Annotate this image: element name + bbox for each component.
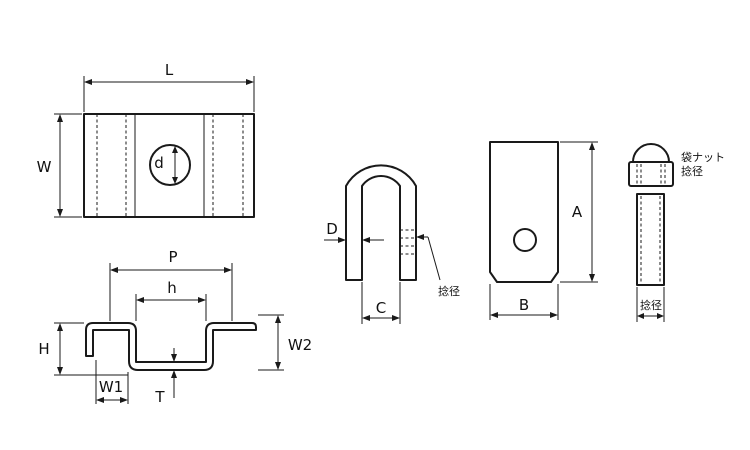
dim-H [54, 322, 128, 376]
dim-arrow [120, 397, 128, 403]
dim-D [324, 237, 384, 243]
dim-arrow [392, 315, 400, 321]
label-cap-nut: 袋ナット [681, 150, 725, 164]
dim-C [361, 282, 401, 324]
plate-top-view [83, 113, 255, 218]
dim-arrow [136, 297, 144, 303]
label-neck-dia-bolt: 捻径 [640, 298, 662, 312]
dim-arrow [57, 367, 63, 375]
dim-arrow [84, 79, 92, 85]
label-D: D [326, 220, 338, 238]
label-neck-dia-u: 捻径 [438, 284, 460, 298]
dim-arrow [96, 397, 104, 403]
dim-arrow [172, 177, 178, 184]
dim-neck-dia-bolt [636, 287, 665, 322]
plate-hole [149, 144, 191, 186]
label-T: T [154, 388, 165, 406]
bolt-shank [636, 193, 665, 286]
cap-nut [628, 143, 674, 187]
u-bolt-outline [345, 164, 417, 281]
dim-T [171, 348, 177, 398]
cap-nut-dome [632, 143, 670, 163]
cap-nut-body [628, 161, 674, 187]
dim-arrow [550, 312, 558, 318]
dim-arrow [171, 354, 177, 362]
side-view-outline [489, 141, 559, 283]
channel-profile [85, 322, 257, 371]
u-bolt-view [345, 164, 417, 281]
plate-outline [83, 113, 255, 218]
dim-arrow [224, 267, 232, 273]
dim-arrow [589, 142, 595, 150]
dim-arrow [57, 209, 63, 217]
dim-arrow [338, 237, 346, 243]
label-h: h [167, 279, 177, 297]
side-view-hole [513, 228, 537, 252]
dim-L [83, 76, 255, 112]
label-W: W [37, 158, 52, 176]
dim-arrow [416, 234, 424, 240]
leader-line [427, 236, 441, 281]
label-H: H [38, 340, 49, 358]
dim-arrow [637, 313, 644, 319]
dim-arrow [110, 267, 118, 273]
dim-arrow [657, 313, 664, 319]
label-A: A [572, 203, 583, 221]
dim-arrow [490, 312, 498, 318]
label-C: C [376, 299, 386, 317]
dim-h [135, 294, 207, 321]
dim-arrow [57, 114, 63, 122]
dim-W2 [258, 314, 284, 371]
label-W2: W2 [288, 336, 312, 354]
label-d: d [154, 154, 164, 172]
dim-arrow [362, 315, 370, 321]
leader-neck-dia-u [416, 234, 441, 281]
label-B: B [519, 296, 529, 314]
dim-P [109, 263, 233, 321]
dim-arrow [362, 237, 370, 243]
dim-arrow [172, 146, 178, 153]
dim-arrow [198, 297, 206, 303]
dim-arrow [275, 315, 281, 323]
label-P: P [168, 248, 177, 266]
dim-B [489, 284, 559, 320]
dim-arrow [589, 274, 595, 282]
label-W1: W1 [99, 378, 123, 396]
channel-front-view [85, 322, 257, 371]
label-neck-dia-cap: 捻径 [681, 164, 703, 178]
dim-W1 [95, 360, 129, 404]
dim-arrow [57, 323, 63, 331]
side-view [489, 141, 559, 283]
dim-W [54, 113, 82, 218]
dim-arrow [171, 370, 177, 378]
bolt-outline [636, 193, 665, 286]
dim-A [560, 141, 598, 283]
dim-arrow [246, 79, 254, 85]
dim-arrow [275, 362, 281, 370]
label-L: L [165, 61, 174, 79]
